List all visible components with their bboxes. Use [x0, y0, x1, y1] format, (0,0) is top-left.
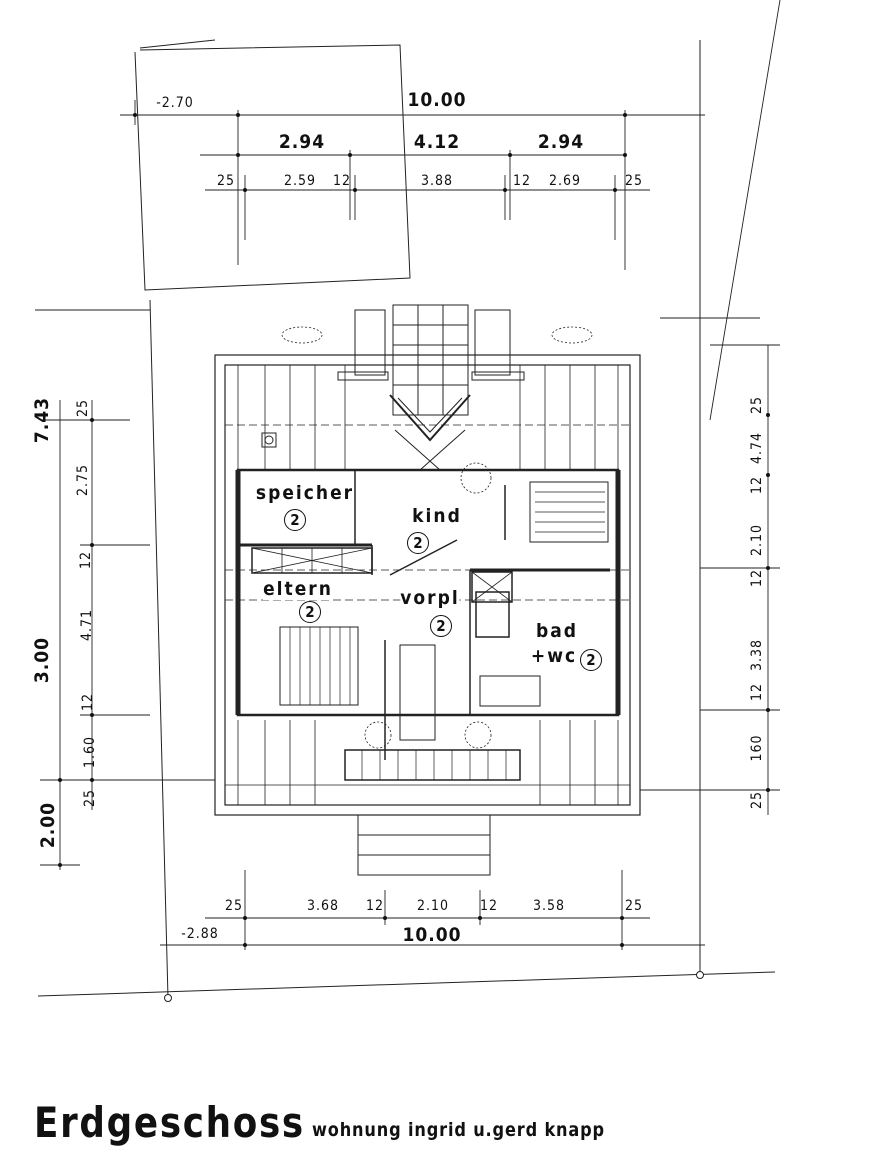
- interior-walls: [238, 470, 610, 781]
- dimension-left-minor: 4.71: [79, 608, 95, 642]
- dimension-left-minor: 12: [80, 692, 96, 712]
- dimension-top-minor: 12: [512, 173, 532, 189]
- dimension-right-minor: 25: [749, 395, 765, 415]
- dimension-left-major: 7.43: [31, 396, 53, 444]
- dimension-right-minor: 160: [749, 734, 765, 762]
- dimension-right-minor: 4.74: [749, 431, 765, 465]
- dimension-top-major: 4.12: [413, 131, 461, 153]
- dormer-and-chimney: [261, 304, 525, 876]
- dimension-lines: [40, 0, 781, 950]
- dimension-left-minor: 12: [78, 550, 94, 570]
- room-label-kind: kind: [412, 505, 462, 527]
- dimension-dots: [58, 113, 770, 947]
- dimension-right-minor: 2.10: [749, 523, 765, 557]
- dimension-top-major: 2.94: [278, 131, 326, 153]
- roof-rafters: [225, 365, 630, 805]
- dimension-bottom-minor: 12: [479, 898, 499, 914]
- dimension-right-minor: 25: [749, 790, 765, 810]
- dimension-top-minor: 3.88: [420, 173, 454, 189]
- room-number-eltern: 2: [299, 601, 321, 623]
- dimension-top-offset: -2.70: [156, 95, 194, 111]
- room-number-bad: 2: [580, 649, 602, 671]
- dimension-bottom-minor: 3.58: [532, 898, 566, 914]
- room-label-wc: +wc: [530, 645, 578, 667]
- dimension-left-minor: 25: [82, 788, 98, 808]
- dimension-right-minor: 12: [749, 682, 765, 702]
- dimension-bottom-minor: 3.68: [306, 898, 340, 914]
- dimension-bottom-minor: 25: [624, 898, 644, 914]
- trees: [281, 326, 593, 749]
- room-number-speicher: 2: [284, 509, 306, 531]
- drawing-title: Erdgeschoss: [34, 1098, 305, 1147]
- dimension-left-major: 3.00: [31, 636, 53, 684]
- property-lines: [35, 39, 776, 1002]
- dimension-bottom-minor: 2.10: [416, 898, 450, 914]
- dimension-bottom-minor: 25: [224, 898, 244, 914]
- dimension-left-major: 2.00: [37, 801, 59, 849]
- dimension-bottom-minor: 12: [365, 898, 385, 914]
- room-number-vorpl: 2: [430, 615, 452, 637]
- dimension-left-minor: 25: [75, 398, 91, 418]
- dimension-right-minor: 12: [749, 475, 765, 495]
- room-number-kind: 2: [407, 532, 429, 554]
- dimension-right-minor: 3.38: [749, 638, 765, 672]
- dimension-bottom-offset: -2.88: [181, 926, 219, 942]
- room-label-vorpl: vorpl: [400, 587, 460, 609]
- dimension-right-minor: 12: [749, 568, 765, 588]
- dimension-top-total: 10.00: [407, 89, 467, 111]
- drawing-subtitle: wohnung ingrid u.gerd knapp: [312, 1119, 605, 1141]
- room-label-bad: bad: [535, 620, 579, 642]
- dimension-top-minor: 25: [216, 173, 236, 189]
- dimension-bottom-total: 10.00: [402, 924, 462, 946]
- dimension-left-minor: 1.60: [82, 735, 98, 769]
- dimension-left-minor: 2.75: [75, 463, 91, 497]
- room-label-eltern: eltern: [263, 578, 333, 600]
- dimension-top-minor: 12: [332, 173, 352, 189]
- room-label-speicher: speicher: [255, 482, 355, 504]
- dimension-top-major: 2.94: [537, 131, 585, 153]
- dimension-top-minor: 2.69: [548, 173, 582, 189]
- dimension-top-minor: 2.59: [283, 173, 317, 189]
- dimension-top-minor: 25: [624, 173, 644, 189]
